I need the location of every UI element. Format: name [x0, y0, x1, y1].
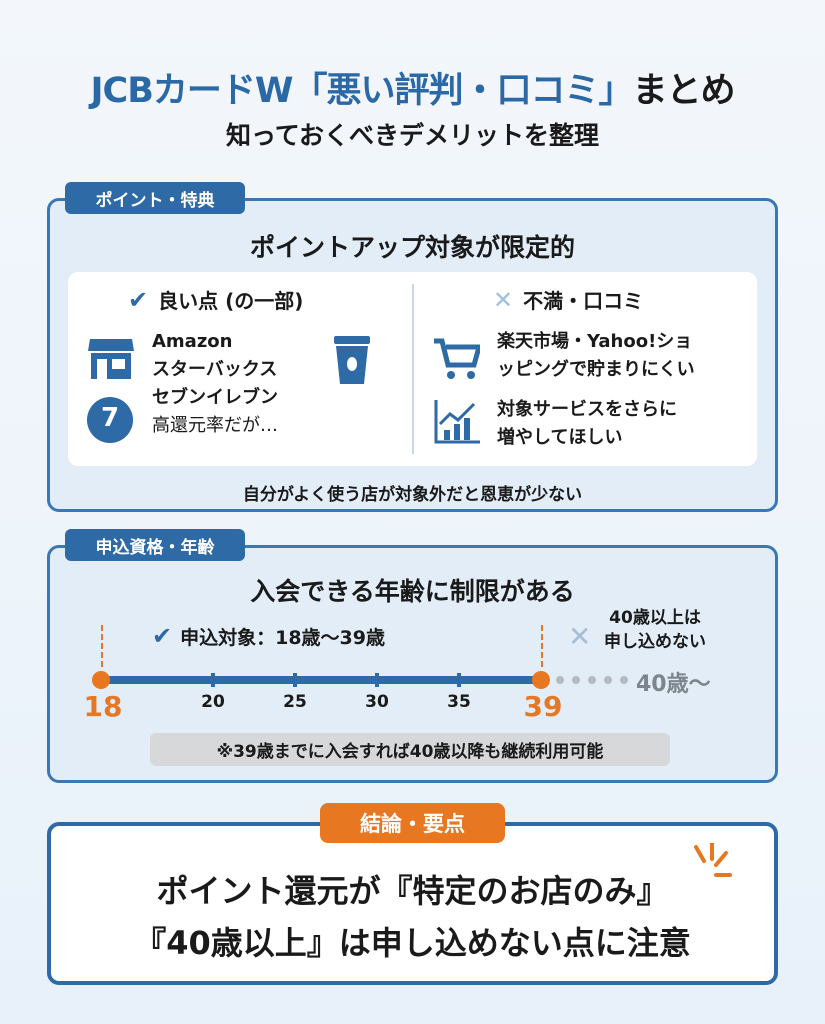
tick-35: [457, 673, 461, 687]
age-start-label: 18: [83, 690, 123, 723]
ineligible-text: 40歳以上は申し込めない: [604, 606, 706, 654]
age-heading: 入会できる年齢に制限がある: [250, 577, 575, 606]
bad-label: 不満・口コミ: [523, 289, 644, 313]
tick-label: 25: [283, 692, 307, 712]
beyond-label: 40歳〜: [636, 672, 711, 697]
points-tag: ポイント・特典: [65, 182, 245, 214]
bad-text: 楽天市場・Yahoo!ショ: [497, 331, 693, 352]
title-brand: JCBカードW: [90, 71, 293, 111]
divider: [412, 284, 414, 454]
seven-eleven-icon: 7: [87, 397, 133, 443]
emphasis-burst-icon: [694, 843, 732, 877]
bad-text: 増やしてほしい: [497, 427, 623, 448]
page-title: JCBカードW「悪い評判・口コミ」まとめ: [0, 62, 825, 113]
store-seven-eleven: セブンイレブン: [152, 387, 278, 408]
bad-text: ッピングで貯まりにくい: [497, 359, 695, 380]
page-subtitle: 知っておくべきデメリットを整理: [225, 121, 599, 150]
age-note: ※39歳までに入会すれば40歳以降も継続利用可能: [150, 733, 670, 766]
bad-item-services: 対象サービスをさらに増やしてほしい: [497, 396, 677, 452]
check-icon: ✔: [152, 622, 173, 650]
conclusion-line-2: 『40歳以上』は申し込めない点に注意: [134, 924, 691, 962]
beyond-dots: [556, 676, 628, 684]
good-heading: ✔ 良い点 (の一部): [128, 285, 303, 314]
conclusion-tag: 結論・要点: [320, 803, 505, 843]
tick-label: 30: [365, 692, 389, 712]
age-tag: 申込資格・年齢: [65, 529, 245, 561]
end-dot: [532, 671, 550, 689]
tick-25: [293, 673, 297, 687]
points-heading: ポイントアップ対象が限定的: [249, 233, 575, 262]
svg-text:7: 7: [101, 403, 119, 433]
store-starbucks: スターバックス: [152, 359, 278, 380]
tick-30: [375, 673, 379, 687]
start-marker-line: [101, 625, 103, 667]
title-topic: 「悪い評判・口コミ」: [292, 71, 633, 111]
eligible-text: 申込対象：18歳〜39歳: [180, 626, 385, 649]
bad-heading: ✕ 不満・口コミ: [493, 285, 643, 314]
shopping-cart-icon: [434, 338, 480, 379]
conclusion-section: [47, 822, 778, 985]
age-end-label: 39: [523, 690, 563, 723]
good-list: Amazon スターバックス セブンイレブン 高還元率だが…: [152, 328, 278, 440]
store-amazon: Amazon: [152, 331, 233, 352]
tick-label: 20: [201, 692, 225, 712]
points-footer: 自分がよく使う店が対象外だと恩恵が少ない: [242, 485, 583, 505]
coffee-cup-icon: [334, 336, 370, 384]
bad-item-rakuten: 楽天市場・Yahoo!ショッピングで貯まりにくい: [497, 328, 695, 384]
conclusion-line-1: ポイント還元が『特定のお店のみ』: [156, 872, 669, 910]
end-marker-line: [541, 625, 543, 667]
ineligible-line: 40歳以上は: [609, 608, 701, 628]
eligible-range: ✔ 申込対象：18歳〜39歳: [152, 622, 385, 650]
good-note: 高還元率だが…: [152, 415, 278, 436]
timeline-bar: [101, 676, 541, 684]
ineligible-line: 申し込めない: [604, 632, 706, 652]
title-suffix: まとめ: [632, 71, 736, 111]
good-label: 良い点 (の一部): [158, 289, 304, 313]
check-icon: ✔: [128, 285, 149, 314]
x-icon: ✕: [568, 620, 592, 653]
bad-text: 対象サービスをさらに: [497, 399, 677, 420]
start-dot: [92, 671, 110, 689]
tick-20: [211, 673, 215, 687]
store-icon: [88, 339, 134, 379]
x-icon: ✕: [493, 285, 514, 314]
tick-label: 35: [447, 692, 471, 712]
growth-chart-icon: [434, 400, 480, 444]
